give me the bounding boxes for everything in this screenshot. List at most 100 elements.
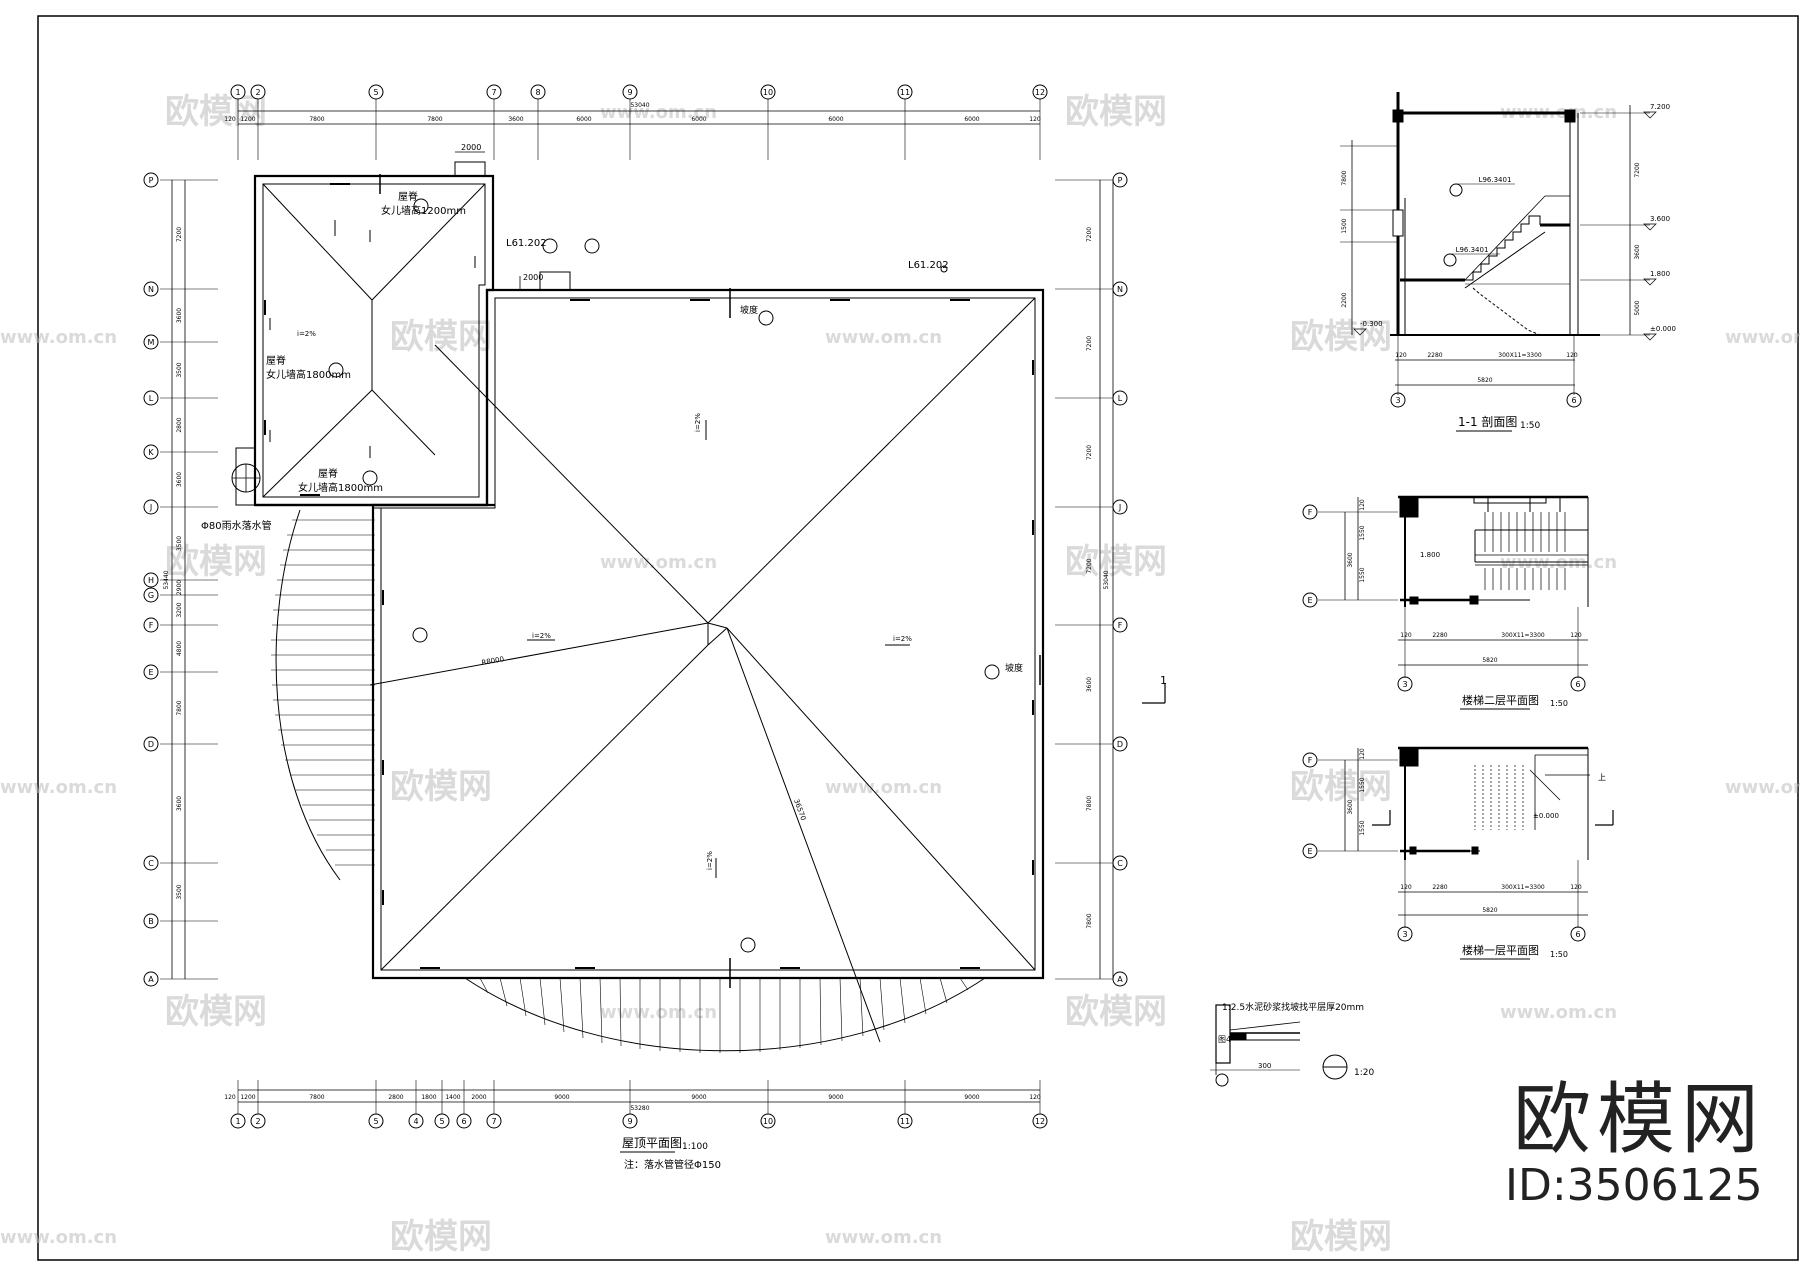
axis-label: J: [1118, 503, 1121, 512]
dim-text: 1500: [1341, 218, 1348, 233]
axis-label: M: [148, 338, 155, 347]
dim-text: 120: [1570, 632, 1582, 639]
axis-label: P: [149, 176, 154, 185]
axis-bubble: [368, 1113, 384, 1129]
dim-text: 7200: [176, 227, 183, 242]
axis-bubble: [1112, 736, 1128, 752]
axis-label: H: [148, 576, 154, 585]
gutter-label-c: 女儿墙高1800mm: [298, 481, 383, 494]
watermark-logo: 欧模网: [165, 542, 267, 582]
axis-label: E: [1307, 596, 1312, 605]
dim-text: 1550: [1359, 567, 1366, 582]
axis-label: 5: [373, 88, 378, 97]
axis-bubble: [1112, 617, 1128, 633]
axis-label: D: [1117, 740, 1123, 749]
axis-bubble: [230, 1113, 246, 1129]
level-text: 1.800: [1420, 551, 1440, 559]
dim-text: 7800: [1086, 913, 1093, 928]
axis-label: F: [1118, 621, 1123, 630]
watermark-site: www.om.cn: [600, 1002, 717, 1023]
slope-i-label: i=2%: [893, 635, 912, 643]
watermark-site: www.om.cn: [825, 1227, 942, 1248]
dim-text: 1400: [445, 1094, 460, 1101]
dim-text: 9000: [691, 1094, 706, 1101]
dim-text: 120: [224, 1094, 236, 1101]
axis-label: P: [1118, 176, 1123, 185]
axis-bubble: [143, 444, 159, 460]
axis-label: F: [149, 621, 154, 630]
dim-text: 7200: [1086, 445, 1093, 460]
slope-i-label: i=2%: [694, 413, 702, 432]
axis-label: B: [148, 917, 154, 926]
main-roof-outline: [371, 288, 1045, 980]
stair-second-plan: [1302, 495, 1589, 692]
axis-label: 1: [235, 88, 240, 97]
axis-label: G: [148, 591, 154, 600]
dim-text: 2000: [471, 1094, 486, 1101]
ridge-label: 屋脊: [266, 354, 286, 367]
axis-bubble: [143, 281, 159, 297]
axis-bubble: [143, 587, 159, 603]
detail-dim: 300: [1258, 1062, 1271, 1070]
level-mark: [1643, 111, 1657, 119]
watermark-logo: 欧模网: [165, 992, 267, 1032]
roof-detail-markers: [328, 198, 1000, 953]
level-mark: [1353, 328, 1367, 336]
dim-text: 2800: [388, 1094, 403, 1101]
axis-bubble: [368, 84, 384, 100]
level-label-b: L61.202: [908, 260, 949, 271]
dim-text: 3600: [1634, 244, 1641, 259]
watermark-site: www.om.cn: [825, 327, 942, 348]
axis-bubble: [622, 84, 638, 100]
watermark-logo: 欧模网: [1290, 1217, 1392, 1257]
watermark-site: www.om.cn: [0, 327, 117, 348]
dim-text: 120: [1400, 884, 1412, 891]
detail-drawing: [1210, 1004, 1348, 1087]
watermark-logo: 欧模网: [1065, 92, 1167, 132]
dim-text: 120: [1359, 748, 1366, 760]
slope-label: 坡度: [1005, 662, 1023, 674]
dim-text: 120: [1029, 1094, 1041, 1101]
dim-text: 3500: [176, 536, 183, 551]
bottom-canopy-hatch: [479, 977, 969, 1053]
axis-bubble: [622, 1113, 638, 1129]
watermark-site: www.om.cn: [600, 552, 717, 573]
axis-bubble: [408, 1113, 424, 1129]
slope-label: 坡度: [740, 304, 758, 316]
level-text: ±0.000: [1650, 325, 1676, 333]
watermark-site: www.om.cn: [825, 777, 942, 798]
section-drawing: [1340, 92, 1650, 408]
axis-label: 1: [235, 1117, 240, 1126]
roof-plan-scale: 1:100: [682, 1142, 708, 1152]
axis-label: 2: [255, 1117, 260, 1126]
slope-arrows: [269, 220, 910, 878]
watermark-logo: 欧模网: [1065, 542, 1167, 582]
dim-text: 7200: [1086, 227, 1093, 242]
dim-label-b: 2000: [523, 273, 543, 282]
dim-text: 9000: [828, 1094, 843, 1101]
ridge-label: 屋脊: [318, 467, 338, 480]
level-text: 7.200: [1650, 103, 1670, 111]
dim-text: 6000: [964, 116, 979, 123]
dim-total: 53440: [163, 570, 170, 589]
dim-text: 2280: [1427, 352, 1442, 359]
dim-text: 3600: [1086, 677, 1093, 692]
axis-label: 5: [373, 1117, 378, 1126]
axis-bubble: [760, 1113, 776, 1129]
slope-i-label: i=2%: [297, 330, 316, 338]
dim-text: 6000: [576, 116, 591, 123]
axis-label: L: [1118, 394, 1123, 403]
axis-bubble: [897, 84, 913, 100]
axis-bubble: [143, 617, 159, 633]
axis-label: 4: [413, 1117, 418, 1126]
dim-total: 5820: [1482, 907, 1497, 914]
dim-text: 6000: [691, 116, 706, 123]
note-text: L96.3401: [1456, 246, 1489, 254]
axis-bubble: [1112, 390, 1128, 406]
axis-bubble: [456, 1113, 472, 1129]
dim-text: 3200: [176, 602, 183, 617]
